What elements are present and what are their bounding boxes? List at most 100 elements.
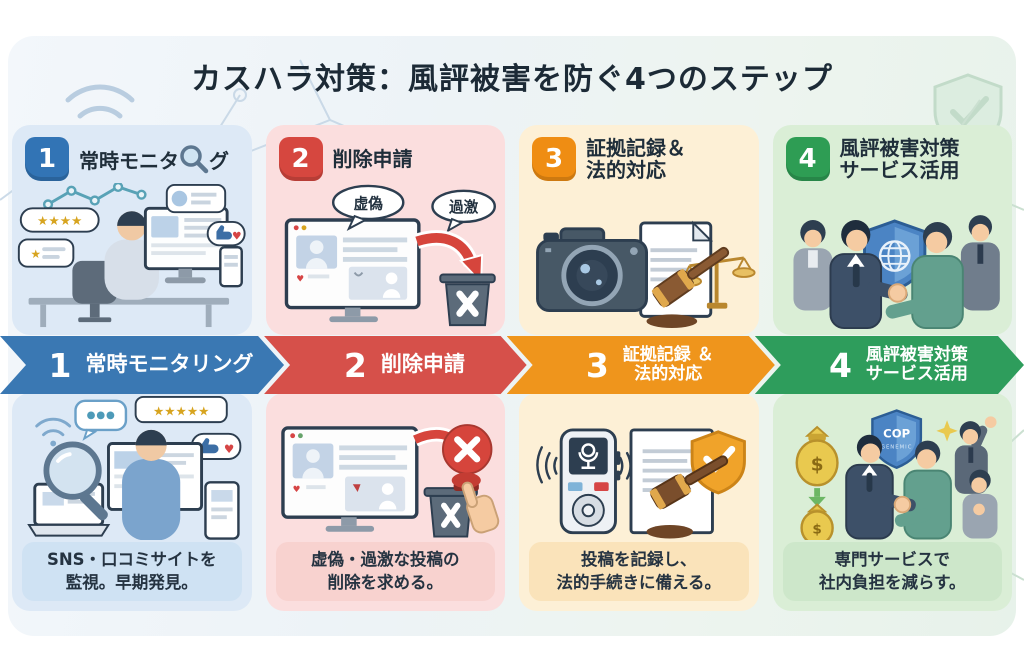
arrow-step4: 4 風評被害対策サービス活用 xyxy=(755,336,1024,394)
step3-title-line2: 法的対応 xyxy=(586,158,666,183)
step1-number-badge: 1 xyxy=(25,137,69,181)
step3-header: 3 証拠記録＆ 法的対応 xyxy=(519,125,759,182)
svg-text:♥: ♥ xyxy=(296,274,304,284)
step3-record-illustration xyxy=(536,428,746,539)
pressing-hand-icon xyxy=(461,481,499,534)
camera-icon xyxy=(536,227,648,312)
step2-top-card: 2 削除申請 ♥ xyxy=(265,125,506,335)
monitor-with-posts-icon: ♥ xyxy=(284,218,421,323)
step1-watch-illustration: ★★★★★ ♥ xyxy=(27,395,242,541)
svg-text:$: $ xyxy=(812,522,821,538)
profile-bubble xyxy=(165,183,227,214)
false-label-bubble: 虚偽 xyxy=(331,184,404,231)
step3-desc-line2: 法的手続きに備える。 xyxy=(556,572,721,592)
gavel-icon xyxy=(651,246,730,308)
money-bag-small-icon: $ xyxy=(799,503,834,541)
svg-text:♥: ♥ xyxy=(224,442,234,456)
arrow-step2-number: 2 xyxy=(343,345,367,385)
step2-desc-line2: 削除を求める。 xyxy=(327,572,444,592)
step4-title-line1: 風評被害対策 xyxy=(839,136,960,160)
money-bag-large-icon: $ xyxy=(795,425,839,487)
magnifier-icon xyxy=(180,145,209,174)
step2-deletion-illustration: ♥ 虚偽 過激 xyxy=(284,184,496,327)
service-shield-icon: COP GENEMIC xyxy=(870,409,922,470)
step4-header: 4 風評被害対策 サービス活用 xyxy=(773,125,1013,182)
error-circle-icon xyxy=(441,424,492,475)
step2-description: 虚偽・過激な投稿の 削除を求める。 xyxy=(275,542,495,601)
steps-grid: 1 常時モニタ グ xyxy=(12,125,1012,611)
step3-description: 投稿を記録し、 法的手続きに備える。 xyxy=(529,542,749,601)
arrow-step2-label: 削除申請 xyxy=(380,352,465,377)
step3-desc-line1: 投稿を記録し、 xyxy=(581,550,697,570)
svg-text:COP: COP xyxy=(883,427,910,441)
five-star-bubble: ★★★★★ xyxy=(134,395,228,424)
svg-text:♥: ♥ xyxy=(292,485,300,495)
handshake-people xyxy=(828,219,964,329)
process-arrow-band: 1 常時モニタリング 2 削除申請 3 証拠記録 ＆法的対応 4 風評被害対策サ… xyxy=(0,336,1024,394)
grateful-woman xyxy=(962,469,997,539)
magnifier-icon xyxy=(43,441,108,521)
step2-header: 2 削除申請 xyxy=(266,125,506,181)
step1-desc-line1: SNS・口コミサイトを xyxy=(46,550,217,570)
review-bubble-star: ★ xyxy=(17,238,75,268)
step1-title-text: 常時モニタ xyxy=(79,149,179,173)
step4-outsource-illustration: $ $ COP GENEMIC xyxy=(795,409,997,541)
monitor-with-posts-icon: ♥ xyxy=(280,426,418,532)
step1-title-suffix: グ xyxy=(209,149,229,173)
monitor-icon xyxy=(143,206,229,284)
arrow-step1-label: 常時モニタリング xyxy=(85,352,254,377)
arrow-step3: 3 証拠記録 ＆法的対応 xyxy=(507,336,775,394)
step3-title: 証拠記録＆ 法的対応 xyxy=(586,137,686,182)
arrow-step3-label: 証拠記録 ＆法的対応 xyxy=(622,344,714,384)
arrow-step4-number: 4 xyxy=(828,345,852,385)
review-bubble-four-stars: ★★★★ xyxy=(19,207,100,233)
svg-text:過激: 過激 xyxy=(448,198,479,216)
step1-header: 1 常時モニタ グ xyxy=(12,125,252,181)
arrow-step4-label: 風評被害対策サービス活用 xyxy=(865,344,968,384)
gavel-base xyxy=(646,314,698,328)
arrow-step1: 1 常時モニタリング xyxy=(0,336,284,394)
arrow-step2: 2 削除申請 xyxy=(264,336,527,394)
step4-title: 風評被害対策 サービス活用 xyxy=(840,137,960,182)
gavel-icon xyxy=(649,455,729,510)
voice-recorder-icon xyxy=(559,428,621,535)
step4-desc-line2: 社内負担を減らす。 xyxy=(818,572,966,592)
step2-desc-line1: 虚偽・過激な投稿の xyxy=(311,550,460,570)
chat-bubble xyxy=(74,399,128,441)
svg-text:★★★★★: ★★★★★ xyxy=(153,403,209,418)
step1-description: SNS・口コミサイトを 監視。早期発見。 xyxy=(22,542,242,601)
handshake-people xyxy=(844,434,952,540)
page-title: カスハラ対策：風評被害を防ぐ4つのステップ xyxy=(191,62,833,97)
svg-text:★: ★ xyxy=(31,247,41,261)
extreme-label-bubble: 過激 xyxy=(430,189,496,233)
step4-top-card: 4 風評被害対策 サービス活用 xyxy=(772,125,1013,335)
background-woman xyxy=(792,219,832,311)
step2-remove-illustration: ♥ xyxy=(280,424,499,538)
step1-monitoring-illustration: ★★★★ ★ ♥ xyxy=(17,183,246,328)
step2-bottom-card: ♥ xyxy=(265,393,505,611)
line-chart-doodle-icon xyxy=(42,183,147,210)
arrow-step3-number: 3 xyxy=(585,345,609,385)
svg-text:GENEMIC: GENEMIC xyxy=(880,444,912,450)
step3-bottom-card: 投稿を記録し、 法的手続きに備える。 xyxy=(519,393,759,611)
like-heart-bubble: ♥ xyxy=(206,220,246,247)
step1-title: 常時モニタ グ xyxy=(79,144,229,174)
like-heart-bubble: ♥ xyxy=(190,432,242,460)
step1-top-card: 1 常時モニタ グ xyxy=(12,125,252,335)
tablet-icon xyxy=(204,481,240,540)
svg-text:♥: ♥ xyxy=(232,229,242,242)
red-arrow-icon xyxy=(413,230,483,285)
step3-top-card: 3 証拠記録＆ 法的対応 xyxy=(519,125,759,335)
step4-desc-line1: 専門サービスで xyxy=(834,550,951,570)
step3-number-badge: 3 xyxy=(532,137,576,182)
step3-evidence-illustration xyxy=(536,220,756,328)
sparkle-icon xyxy=(935,420,958,442)
step3-title-line1: 証拠記録＆ xyxy=(586,136,686,160)
gavel-base xyxy=(646,524,694,539)
step4-bottom-card: $ $ COP GENEMIC xyxy=(772,393,1012,611)
step2-number-badge: 2 xyxy=(278,137,323,181)
step4-service-illustration xyxy=(792,214,1000,329)
step1-desc-line2: 監視。早期発見。 xyxy=(65,572,198,592)
svg-text:★★★★: ★★★★ xyxy=(37,213,82,228)
down-arrow-icon xyxy=(807,488,826,507)
